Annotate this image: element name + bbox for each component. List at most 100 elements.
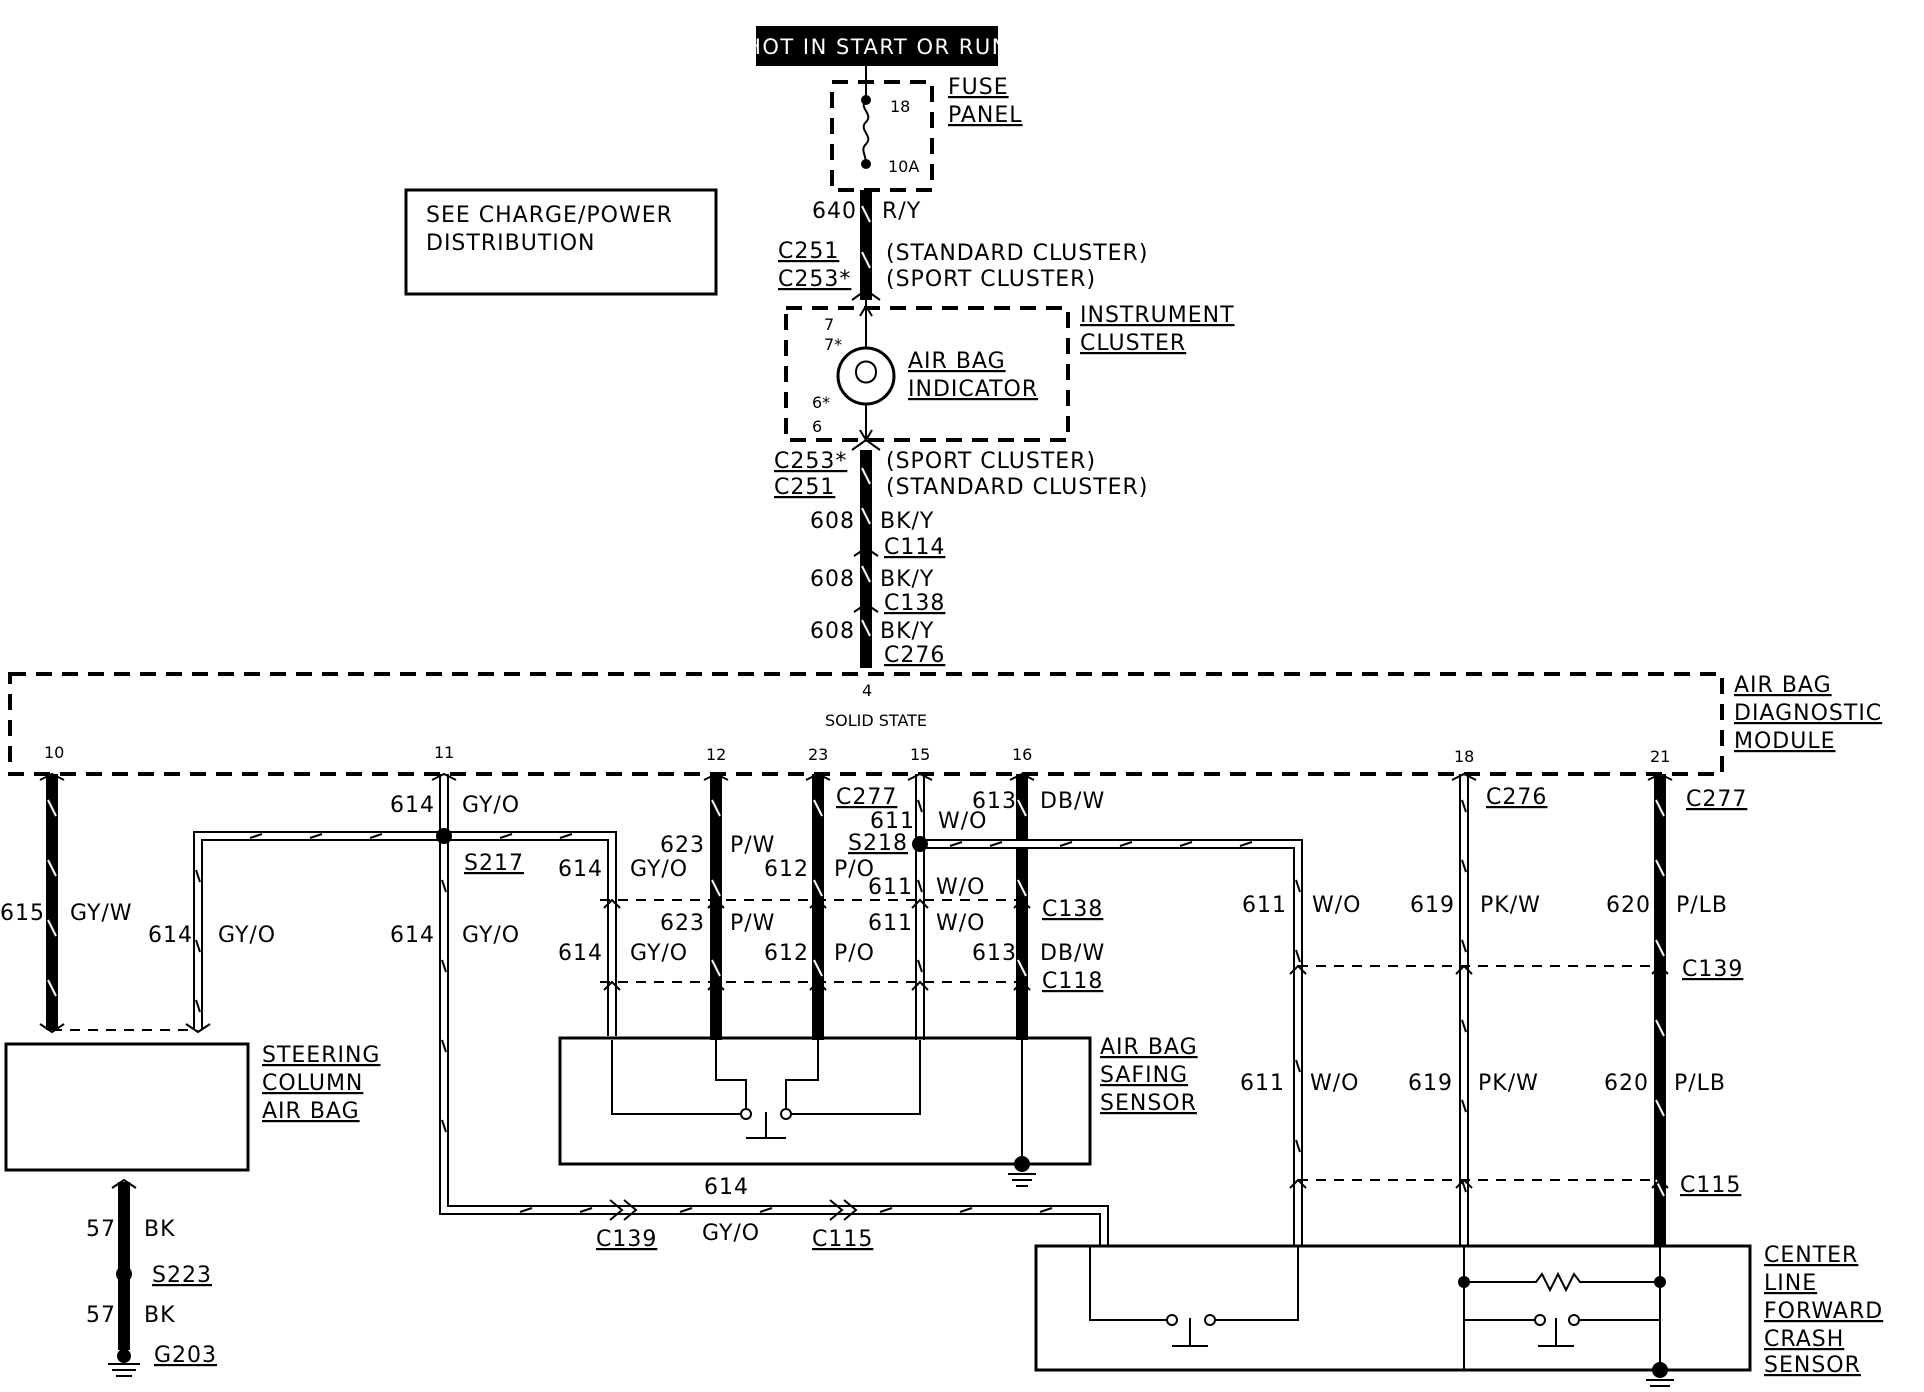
- c138-middle: C138: [1042, 897, 1103, 922]
- steering-label-3: AIR BAG: [262, 1099, 360, 1124]
- w614-r1-circuit: 614: [558, 857, 603, 882]
- bottom-614-color: GY/O: [702, 1221, 760, 1246]
- w620b-color: P/LB: [1674, 1071, 1726, 1096]
- ground-g203-icon: [108, 1363, 140, 1377]
- wire-614-loop: 614 GY/O: [148, 831, 617, 1036]
- w611-top-color: W/O: [938, 809, 987, 834]
- splice-s223: S223: [152, 1263, 212, 1288]
- w612a-color: P/O: [834, 857, 875, 882]
- w611b-right-color: W/O: [1310, 1071, 1359, 1096]
- cluster-pin-6: 6: [812, 417, 822, 436]
- splice-s218: S218: [848, 831, 908, 856]
- c277-right: C277: [1686, 787, 1747, 812]
- wire-615: 615 GY/W: [0, 774, 133, 1030]
- c139-right: C139: [1682, 957, 1743, 982]
- w611a-circuit: 611: [868, 875, 913, 900]
- bottom-614-run: 614 GY/O C139 C115: [596, 1175, 873, 1252]
- crash-label-4: CRASH: [1764, 1327, 1844, 1352]
- w620-color: P/LB: [1676, 893, 1728, 918]
- w620b-circuit: 620: [1604, 1071, 1649, 1096]
- module-pin-12: 12: [706, 745, 726, 764]
- w614-r2-circuit: 614: [558, 941, 603, 966]
- module-label-3: MODULE: [1734, 729, 1836, 754]
- w608b-color: BK/Y: [880, 567, 934, 592]
- bottom-614-circuit: 614: [704, 1175, 749, 1200]
- w615-circuit: 615: [0, 901, 45, 926]
- module-pin-21: 21: [1650, 747, 1670, 766]
- right-wires: C276 C277 611 W/O 619 PK/W 620 P/LB C139…: [1240, 774, 1747, 1246]
- bottom-c139: C139: [596, 1227, 657, 1252]
- instrument-cluster-label-1: INSTRUMENT: [1080, 303, 1235, 328]
- crash-label-2: LINE: [1764, 1271, 1817, 1296]
- note-line-1: SEE CHARGE/POWER: [426, 203, 673, 228]
- crash-label-1: CENTER: [1764, 1243, 1858, 1268]
- steering-label-2: COLUMN: [262, 1071, 363, 1096]
- w614-left-color: GY/O: [218, 923, 276, 948]
- crash-label-3: FORWARD: [1764, 1299, 1883, 1324]
- w611b-color: W/O: [936, 911, 985, 936]
- c251-bottom: C251: [774, 475, 835, 500]
- bottom-c115: C115: [812, 1227, 873, 1252]
- w623a-circuit: 623: [660, 833, 705, 858]
- w612b-color: P/O: [834, 941, 875, 966]
- w611a-color: W/O: [936, 875, 985, 900]
- w612a-circuit: 612: [764, 857, 809, 882]
- w57b-circuit: 57: [86, 1303, 116, 1328]
- w614-r1-color: GY/O: [630, 857, 688, 882]
- w614-mid-color: GY/O: [462, 923, 520, 948]
- c138-top: C138: [884, 591, 945, 616]
- c251-top: C251: [778, 239, 839, 264]
- w608b-circuit: 608: [810, 567, 855, 592]
- w614-left-circuit: 614: [148, 923, 193, 948]
- w611-right-color: W/O: [1312, 893, 1361, 918]
- w614-r2-color: GY/O: [630, 941, 688, 966]
- w640-color: R/Y: [882, 199, 921, 224]
- module-label-2: DIAGNOSTIC: [1734, 701, 1882, 726]
- fuse-panel-label-1: FUSE: [948, 75, 1009, 100]
- instrument-cluster: 7 7* 6* 6 AIR BAG INDICATOR INSTRUMENT C…: [784, 300, 1235, 442]
- steering-label-1: STEERING: [262, 1043, 380, 1068]
- w57b-color: BK: [144, 1303, 176, 1328]
- std-cluster-bottom: (STANDARD CLUSTER): [886, 475, 1148, 500]
- w614-top-circuit: 614: [390, 793, 435, 818]
- safing-label-1: AIR BAG: [1100, 1035, 1198, 1060]
- w613b-color: DB/W: [1040, 941, 1105, 966]
- cluster-pin-6s: 6*: [812, 393, 830, 412]
- w611-right-circuit: 611: [1242, 893, 1287, 918]
- w608a-circuit: 608: [810, 509, 855, 534]
- c276-right: C276: [1486, 785, 1547, 810]
- c277-middle: C277: [836, 785, 897, 810]
- c253-bottom: C253*: [774, 449, 847, 474]
- w613b-circuit: 613: [972, 941, 1017, 966]
- w619b-color: PK/W: [1478, 1071, 1539, 1096]
- cluster-pin-7: 7: [824, 315, 834, 334]
- c114: C114: [884, 535, 945, 560]
- w613-top-circuit: 613: [972, 789, 1017, 814]
- note-line-2: DISTRIBUTION: [426, 231, 596, 256]
- power-source: HOT IN START OR RUN: [745, 26, 1007, 66]
- w620-circuit: 620: [1606, 893, 1651, 918]
- module-pin-23: 23: [808, 745, 828, 764]
- instrument-cluster-label-2: CLUSTER: [1080, 331, 1186, 356]
- w623b-circuit: 623: [660, 911, 705, 936]
- w619-circuit: 619: [1410, 893, 1455, 918]
- connector-chevrons: [603, 772, 1673, 1189]
- module-center-label: SOLID STATE: [825, 711, 927, 730]
- ground-g203: G203: [154, 1343, 217, 1368]
- steering-column-airbag: STEERING COLUMN AIR BAG 57 BK S223 57 BK…: [4, 1042, 380, 1377]
- splice-s217: S217: [464, 851, 524, 876]
- w619b-circuit: 619: [1408, 1071, 1453, 1096]
- w611b-right-circuit: 611: [1240, 1071, 1285, 1096]
- w57a-color: BK: [144, 1217, 176, 1242]
- cluster-pin-7s: 7*: [824, 335, 842, 354]
- w611-top-circuit: 611: [870, 809, 915, 834]
- w608c-color: BK/Y: [880, 619, 934, 644]
- w615-color: GY/W: [70, 901, 133, 926]
- module-pin-18: 18: [1454, 747, 1474, 766]
- module-pin-16: 16: [1012, 745, 1032, 764]
- wire-640: 640 R/Y: [812, 190, 921, 300]
- sport-cluster-bottom: (SPORT CLUSTER): [886, 449, 1096, 474]
- airbag-indicator-1: AIR BAG: [908, 349, 1006, 374]
- fuse-panel: 18 10A FUSE PANEL: [830, 66, 1022, 192]
